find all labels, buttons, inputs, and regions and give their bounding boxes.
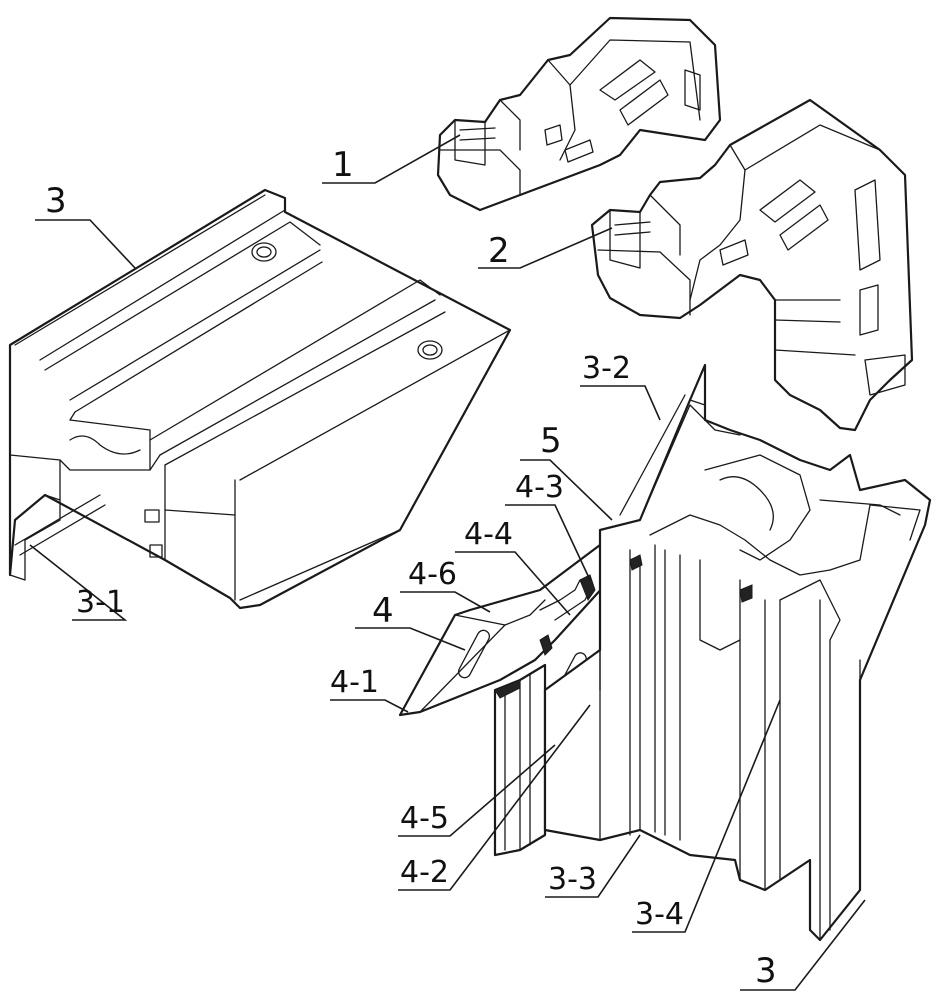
label-part-3-bottom: 3 xyxy=(755,951,777,991)
label-part-1: 1 xyxy=(332,145,354,185)
label-part-4-2: 4-2 xyxy=(400,855,449,890)
label-part-4-1: 4-1 xyxy=(330,665,379,700)
label-part-3-4: 3-4 xyxy=(635,897,684,932)
label-part-2: 2 xyxy=(488,231,510,271)
corner-connector-2 xyxy=(592,100,912,430)
label-part-3-2: 3-2 xyxy=(582,351,631,386)
label-part-3-1: 3-1 xyxy=(76,585,125,620)
label-part-3-3: 3-3 xyxy=(548,862,597,897)
label-part-3-top: 3 xyxy=(45,181,67,221)
label-part-4-3: 4-3 xyxy=(515,470,564,505)
label-part-4-6: 4-6 xyxy=(408,557,457,592)
label-part-5: 5 xyxy=(540,421,562,461)
label-part-4: 4 xyxy=(372,591,394,631)
profile-3-horizontal xyxy=(10,190,510,608)
label-part-4-5: 4-5 xyxy=(400,801,449,836)
profile-3-vertical xyxy=(545,365,930,940)
label-part-4-4: 4-4 xyxy=(464,517,513,552)
